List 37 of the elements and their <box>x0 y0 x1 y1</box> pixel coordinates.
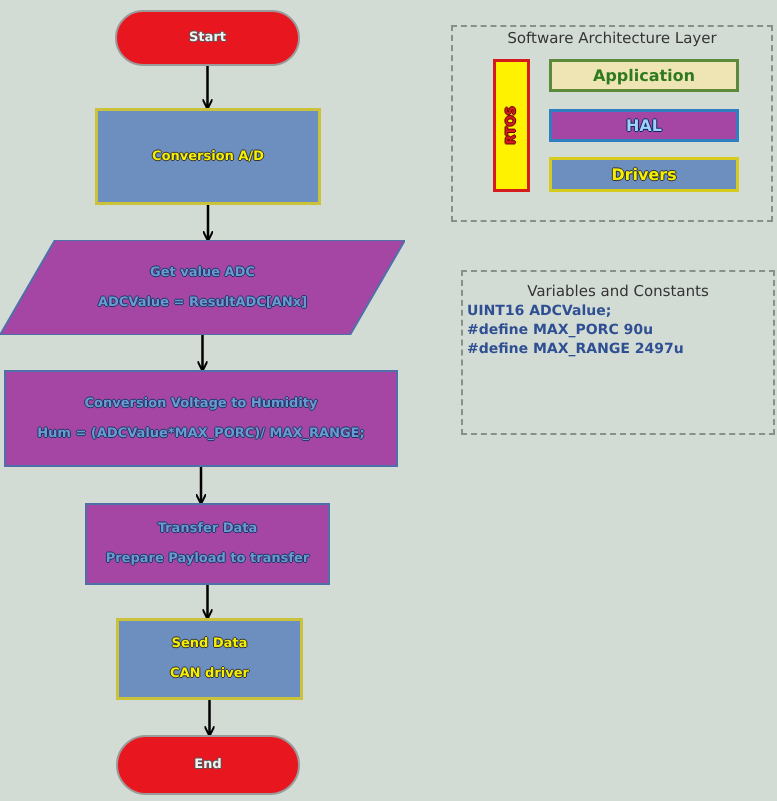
step-title: End <box>194 757 222 773</box>
step-title: Start <box>189 30 226 46</box>
layer-bar <box>493 59 530 192</box>
process-box <box>95 108 321 205</box>
layer-box <box>549 109 739 142</box>
code-line: #define MAX_PORC 90u <box>467 322 654 338</box>
group-title: Variables and Constants <box>526 282 710 300</box>
step-title: Get value ADC <box>150 264 255 280</box>
arrow <box>195 467 207 505</box>
arrow <box>204 700 216 737</box>
layer-box <box>549 157 739 192</box>
step-title: Send Data <box>172 636 248 652</box>
step-title: Drivers <box>611 164 677 184</box>
step-detail: Hum = (ADCValue*MAX_PORC)/ MAX_RANGE; <box>37 426 365 442</box>
step-title: Application <box>592 66 696 86</box>
step-detail: CAN driver <box>170 666 249 682</box>
step-title: Transfer Data <box>158 521 258 537</box>
group-title: Software Architecture Layer <box>507 29 717 47</box>
step-title: HAL <box>626 116 662 136</box>
step-detail: Prepare Payload to transfer <box>106 551 310 567</box>
step-title: Conversion A/D <box>152 148 264 164</box>
data-parallelogram <box>0 240 405 335</box>
code-line: #define MAX_RANGE 2497u <box>467 341 685 357</box>
arrow <box>202 205 214 242</box>
arrow <box>202 585 214 620</box>
step-detail: ADCValue = ResultADC[ANx] <box>98 294 308 310</box>
code-line: UINT16 ADCValue; <box>467 303 612 319</box>
arrow <box>196 335 208 372</box>
process-box <box>4 370 398 467</box>
process-box <box>116 618 303 700</box>
dashed-group-box <box>451 25 773 222</box>
layer-box <box>549 59 739 92</box>
arrow <box>202 66 214 110</box>
process-box <box>85 503 330 585</box>
dashed-note-box <box>461 270 775 435</box>
layer-label: RTOS <box>504 106 520 145</box>
step-title: Conversion Voltage to Humidity <box>84 396 318 412</box>
